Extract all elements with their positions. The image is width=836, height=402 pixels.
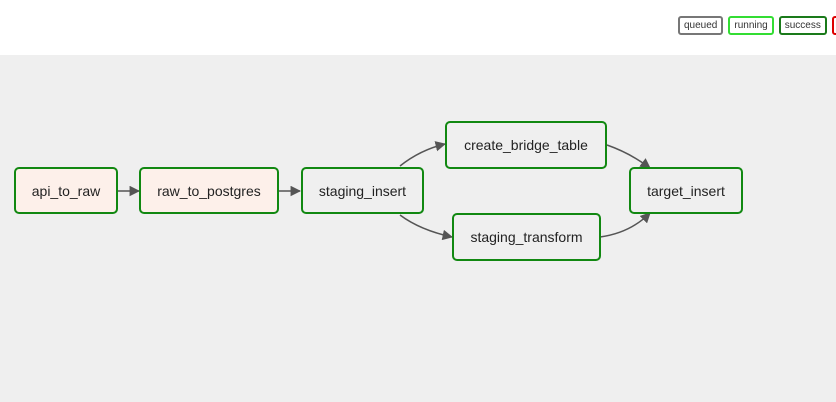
task-label: staging_insert (318, 182, 407, 199)
task-node-raw-to-postgres[interactable]: raw_to_postgres (139, 167, 279, 214)
dag-graph-canvas[interactable]: api_to_raw raw_to_postgres staging_inser… (0, 55, 836, 402)
state-legend: queued running success (678, 16, 836, 35)
task-label: api_to_raw (31, 182, 101, 199)
top-bar: queued running success (0, 0, 836, 55)
legend-failed-clipped[interactable] (831, 16, 836, 35)
task-node-create-bridge-table[interactable]: create_bridge_table (445, 121, 607, 169)
task-label: raw_to_postgres (157, 182, 261, 199)
legend-success[interactable]: success (778, 16, 827, 35)
dag-edges (118, 141, 651, 241)
edge-staging-insert-to-staging-transform (399, 214, 454, 241)
task-node-api-to-raw[interactable]: api_to_raw (14, 167, 118, 214)
task-label: target_insert (647, 182, 725, 199)
legend-running[interactable]: running (728, 16, 774, 35)
task-node-staging-insert[interactable]: staging_insert (301, 167, 424, 214)
legend-queued[interactable]: queued (678, 16, 724, 35)
edge-create-bridge-table-to-target-insert (606, 144, 651, 169)
task-label: staging_transform (470, 229, 583, 245)
task-node-target-insert[interactable]: target_insert (629, 167, 743, 214)
task-label: create_bridge_table (464, 137, 588, 153)
edge-staging-insert-to-create-bridge-table (399, 141, 447, 167)
task-node-staging-transform[interactable]: staging_transform (452, 213, 601, 261)
edge-staging-transform-to-target-insert (599, 212, 651, 238)
